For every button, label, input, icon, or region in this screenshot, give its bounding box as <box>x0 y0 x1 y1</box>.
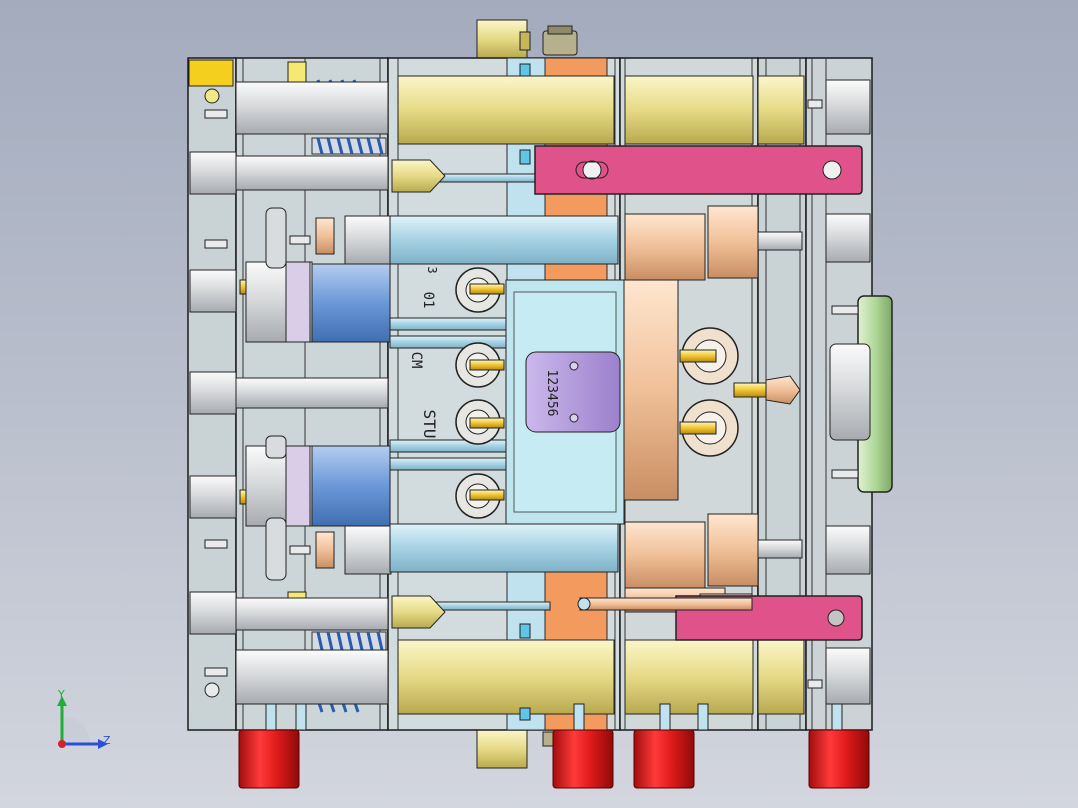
yellow-corner-block <box>188 59 234 87</box>
pink-lifter-arm <box>534 145 863 195</box>
engraving-label-3: STU <box>420 410 439 439</box>
core-insert-block-top <box>344 215 392 265</box>
left-stub-3 <box>189 371 237 415</box>
support-ring-bottom <box>285 445 311 527</box>
top-fitting <box>542 25 578 56</box>
support-ring-top <box>285 261 311 343</box>
return-pin-bottom <box>235 597 389 631</box>
right-pad-bottom <box>825 647 871 705</box>
cavity-top-insert <box>624 213 706 281</box>
guide-pillar-bottom-head <box>757 639 805 715</box>
cavity-bottom-stem <box>757 539 803 559</box>
guide-pillar-bottom-ext <box>624 639 754 715</box>
left-stub-4 <box>189 475 237 519</box>
top-clamp <box>476 19 531 59</box>
engraving-plate <box>525 351 621 433</box>
cyan-dowels <box>519 63 531 721</box>
left-stub-5 <box>189 591 237 635</box>
yellow-pad <box>287 61 307 85</box>
cyan-pin-5 <box>389 439 511 453</box>
z-axis-arrowhead <box>98 739 108 749</box>
bottom-clamp <box>476 729 528 769</box>
return-spring-top <box>311 137 387 155</box>
guide-bushing-bottom <box>235 649 389 705</box>
gold-core-pins <box>469 283 505 501</box>
z-axis-label: Z <box>103 734 111 747</box>
core-insert-block-bottom <box>344 525 392 575</box>
blue-spacer-block-bottom <box>311 445 391 527</box>
engraving-plate-text: 123456 <box>544 370 559 417</box>
guide-pillar-bottom <box>397 639 615 715</box>
coordinate-triad: Y Z <box>57 688 111 749</box>
cavity-top-cyl <box>707 205 759 279</box>
cyan-pin-1 <box>389 215 619 265</box>
cyan-pin-3 <box>389 317 511 331</box>
guide-pillar-top-ext <box>624 75 754 145</box>
cavity-bottom-cyl <box>707 513 759 587</box>
spacer-washers <box>265 207 335 581</box>
cavity-slide-block <box>623 279 679 501</box>
lower-arm-bolt <box>827 609 845 627</box>
lower-tie-rod-nut <box>577 597 591 611</box>
cavity-top-stem <box>757 231 803 251</box>
cyan-pin-6 <box>389 457 511 471</box>
right-pad-upper <box>825 213 871 263</box>
guide-pillar-top <box>397 75 615 145</box>
left-stub-1 <box>189 151 237 195</box>
plate-screw-bottom <box>569 413 579 423</box>
triad-rotation-arc <box>62 716 90 744</box>
angle-pin-tip-bottom <box>391 595 446 629</box>
red-foot-1 <box>238 729 300 789</box>
sprue-bushing <box>733 375 801 405</box>
right-small-pins <box>807 99 823 689</box>
return-spring-bottom <box>311 631 387 651</box>
locating-ring-screws <box>831 305 859 479</box>
sprue-bushing-head <box>829 343 871 441</box>
return-pin-mid <box>235 377 389 409</box>
red-foot-4 <box>808 729 870 789</box>
red-foot-3 <box>633 729 695 789</box>
x-axis-dot <box>58 740 66 748</box>
lifter-arm-bolt-right <box>822 160 842 180</box>
cavity-bottom-insert <box>624 521 706 589</box>
right-pad-lower <box>825 525 871 575</box>
left-stub-2 <box>189 269 237 313</box>
cyan-pin-2 <box>389 523 619 573</box>
engraving-label-4: 3 <box>425 266 439 273</box>
lower-tie-rod <box>579 597 753 611</box>
red-foot-2 <box>552 729 614 789</box>
plate-screw-top <box>569 361 579 371</box>
angle-pin-tip-top <box>391 159 446 193</box>
right-pad-top <box>825 79 871 135</box>
small-pins-left <box>204 88 311 698</box>
lifter-arm-slot <box>575 161 609 179</box>
blue-spacer-block-top <box>311 263 391 343</box>
cavity-bolt-rings <box>679 327 739 457</box>
engraving-label-2: CM <box>408 352 424 369</box>
y-axis-label: Y <box>57 688 65 701</box>
return-pin-top <box>235 155 389 191</box>
bottom-stud-row <box>265 703 843 731</box>
y-axis-arrowhead <box>57 696 67 706</box>
guide-pillar-top-head <box>757 75 805 145</box>
lifter-arm-bolt-left <box>582 160 602 180</box>
cyan-pin-4 <box>389 335 511 349</box>
guide-bushing-top <box>235 81 389 135</box>
engraving-label-1: 01 <box>420 292 436 309</box>
